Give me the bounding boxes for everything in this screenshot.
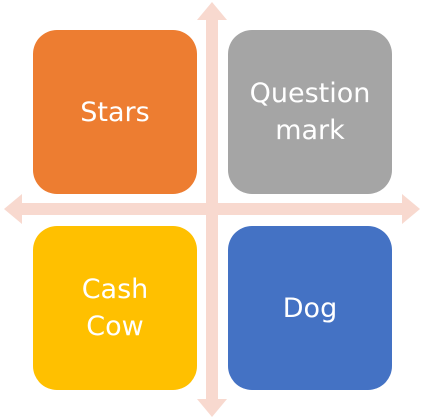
horizontal-axis-arrow-right <box>402 194 420 224</box>
quadrant-question-mark-label: Question mark <box>249 78 371 146</box>
quadrant-dog-label: Dog <box>282 292 338 324</box>
quadrant-cash-cow-label: Cash Cow <box>81 274 149 342</box>
quadrant-dog: Dog <box>228 226 392 390</box>
quadrant-question-mark: Question mark <box>228 30 392 194</box>
horizontal-axis-arrow-left <box>4 194 22 224</box>
vertical-axis-bar <box>206 18 218 401</box>
vertical-axis-arrow-down <box>197 399 227 417</box>
quadrant-cash-cow: Cash Cow <box>33 226 197 390</box>
quadrant-stars: Stars <box>33 30 197 194</box>
vertical-axis-arrow-up <box>197 2 227 20</box>
quadrant-stars-label: Stars <box>80 96 150 128</box>
